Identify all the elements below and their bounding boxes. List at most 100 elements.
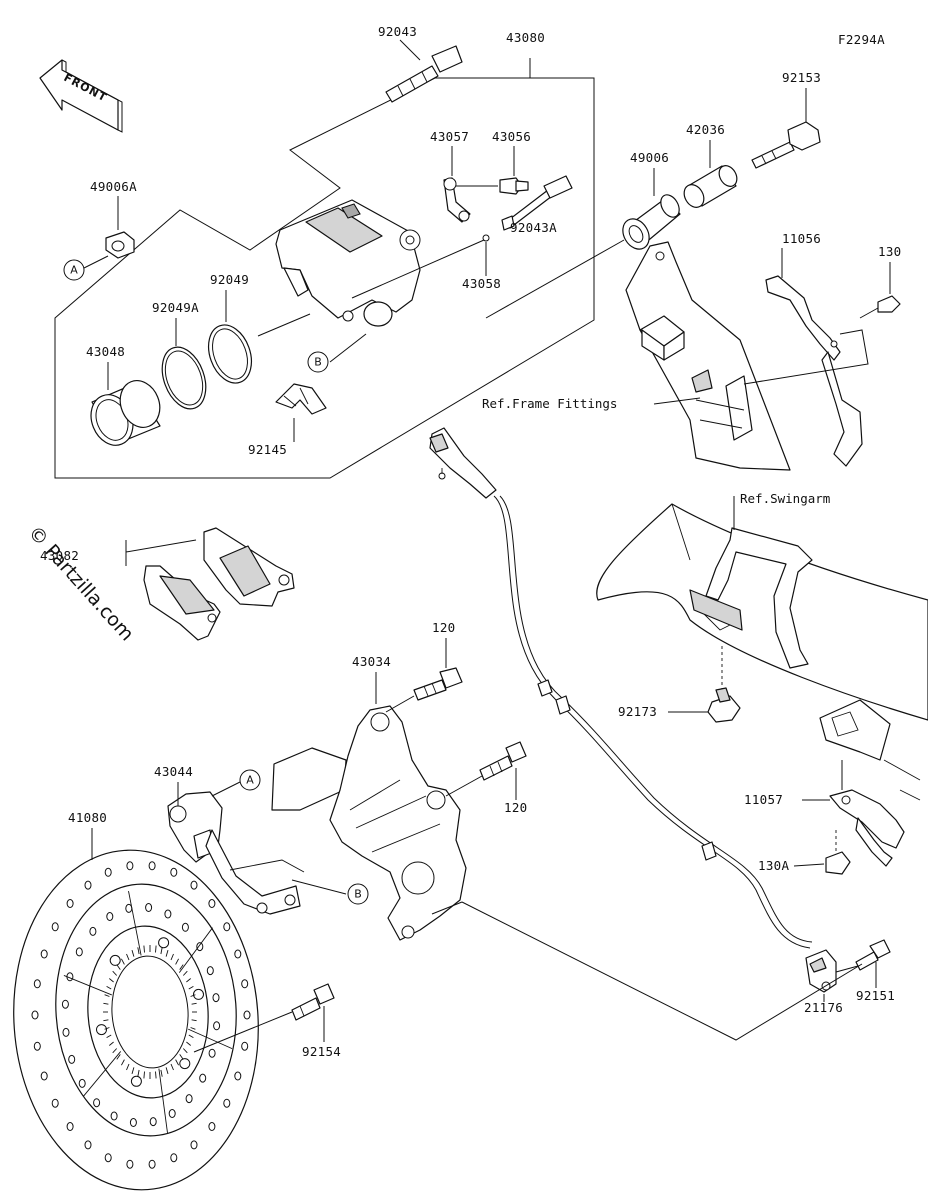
bolt-130A (825, 830, 851, 875)
abs-ring-tooth (155, 1071, 157, 1079)
label-92153: 92153 (782, 70, 821, 85)
label-11056: 11056 (782, 231, 821, 246)
brake-disc-41080 (13, 849, 259, 1191)
abs-ring-tooth (160, 1069, 163, 1077)
label-120-lower: 120 (504, 800, 527, 815)
abs-ring-tooth (165, 949, 169, 957)
abs-ring-tooth (103, 1019, 109, 1022)
disc-hole (196, 942, 204, 952)
swingarm-ref (596, 503, 928, 801)
label-43057: 43057 (430, 129, 469, 144)
label-92154: 92154 (302, 1044, 341, 1059)
label-92049A: 92049A (152, 300, 199, 315)
abs-ring-tooth (191, 1002, 197, 1005)
bolt-92153 (751, 121, 821, 169)
disc-hole (33, 1041, 41, 1051)
disc-hole (145, 903, 153, 912)
disc-hole (104, 867, 112, 877)
ref-frame-fittings: Ref.Frame Fittings (482, 396, 617, 411)
disc-bolt-hole (130, 1075, 142, 1087)
abs-ring-tooth (179, 1054, 184, 1060)
label-49006A: 49006A (90, 179, 137, 194)
abs-ring-tooth (104, 1027, 110, 1030)
bleeder-valve-43056 (499, 177, 529, 195)
abs-sensor-connector (429, 427, 497, 499)
disc-hole (170, 867, 178, 877)
caliper-bracket-43034 (271, 705, 467, 941)
disc-hole (66, 1122, 74, 1131)
disc-spoke (83, 1051, 122, 1097)
abs-ring-tooth (121, 1059, 125, 1066)
disc-hole (75, 947, 83, 957)
pin-92043A (501, 175, 573, 231)
marker-a-bottom (239, 769, 261, 791)
abs-ring-tooth (109, 978, 114, 983)
abs-tone-ring (103, 945, 197, 1079)
abs-ring-tooth (143, 1071, 145, 1079)
label-92043A: 92043A (510, 220, 557, 235)
bracket-11057 (829, 789, 905, 867)
label-130: 130 (878, 244, 901, 259)
disc-hole (84, 880, 92, 890)
bolt-92154 (291, 983, 335, 1021)
abs-ring-tooth (116, 1054, 121, 1060)
disc-hole (110, 1111, 118, 1121)
disc-hole (126, 861, 134, 871)
disc-hole (241, 979, 249, 989)
abs-ring-tooth (103, 1002, 109, 1005)
disc-hole (66, 899, 74, 908)
label-43034: 43034 (352, 654, 391, 669)
disc-hole (31, 1010, 39, 1020)
abs-ring-tooth (170, 1063, 174, 1071)
abs-ring-tooth (112, 970, 118, 976)
nut-49006A (105, 231, 135, 259)
abs-ring-tooth (116, 964, 121, 970)
label-43044: 43044 (154, 764, 193, 779)
front-direction-arrow-icon: FRONT (39, 59, 123, 133)
boot-49006 (622, 194, 681, 250)
disc-hole (93, 1098, 101, 1108)
disc-hole (208, 1122, 216, 1131)
disc-hole (181, 922, 189, 932)
caliper-link-43057 (443, 177, 498, 223)
marker-b-bottom-label: B (354, 888, 362, 901)
disc-spoke (158, 1068, 168, 1133)
marker-b-bottom (347, 883, 369, 905)
disc-hole (129, 1118, 137, 1127)
abs-ring-tooth (121, 958, 125, 965)
abs-ring-tooth (170, 953, 174, 961)
disc-hole (40, 1071, 48, 1081)
disc-hole (148, 861, 156, 871)
bolt-120-lower (479, 741, 527, 781)
abs-ring-tooth (160, 947, 163, 955)
abs-ring-tooth (131, 949, 135, 957)
disc-hole (241, 1041, 249, 1051)
bolt-92043 (385, 45, 463, 103)
abs-ring-tooth (143, 945, 145, 953)
abs-ring-tooth (190, 1027, 196, 1030)
marker-a-top-label: A (70, 264, 78, 277)
label-49006: 49006 (630, 150, 669, 165)
disc-hole (223, 922, 231, 932)
label-11057: 11057 (744, 792, 783, 807)
marker-a-top (63, 259, 85, 281)
bolt-120-upper (413, 667, 463, 701)
disc-hole (104, 1153, 112, 1163)
disc-hole (206, 966, 214, 976)
abs-ring-tooth (175, 1059, 179, 1066)
disc-spoke (128, 891, 142, 956)
marker-b-top (307, 351, 329, 373)
disc-hole (234, 949, 242, 959)
disc-vent-holes (31, 861, 251, 1169)
wire-grommets (537, 679, 717, 861)
disc-bolt-hole (179, 1058, 191, 1070)
disc-bolt-hole (109, 954, 121, 966)
abs-ring-tooth (112, 1048, 118, 1054)
clip-92173 (707, 687, 741, 723)
disc-hole (208, 899, 216, 908)
disc-spoke (188, 1028, 233, 1050)
disc-hole (212, 993, 220, 1003)
label-130A: 130A (758, 858, 789, 873)
disc-bolt-hole (96, 1024, 107, 1036)
